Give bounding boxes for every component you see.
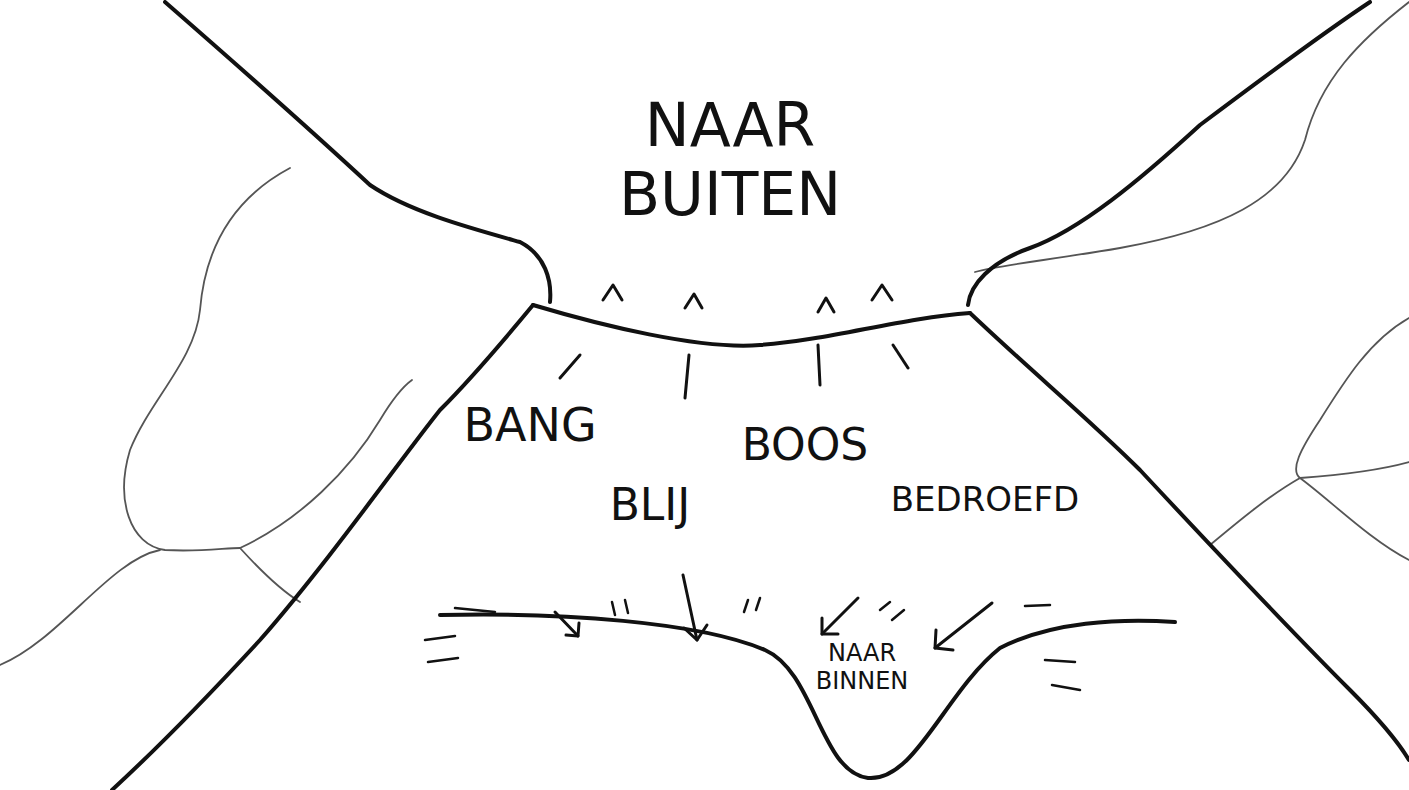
ridge-line <box>240 380 412 548</box>
arrow-head <box>872 285 892 300</box>
arrow-head <box>684 625 707 640</box>
emotion-label: BEDROEFD <box>891 480 1080 519</box>
inner-bowl <box>440 614 1175 778</box>
motion-dash <box>880 602 904 620</box>
arrow-shaft <box>560 355 580 378</box>
motion-dash <box>744 598 760 612</box>
ridge-line <box>1210 478 1409 560</box>
arrow-shaft <box>555 612 578 636</box>
motion-dash <box>455 608 495 612</box>
ridge-line <box>240 548 300 602</box>
emotion-label: BOOS <box>742 420 869 471</box>
arrow-shaft <box>818 345 820 385</box>
arrow-shaft <box>685 355 689 398</box>
arrow-head <box>935 630 953 650</box>
emotion-label: BLIJ <box>610 480 691 531</box>
motion-dash <box>1045 660 1075 662</box>
motion-dash <box>1052 685 1080 690</box>
arrow-head <box>822 618 838 634</box>
emotion-label: BANG <box>463 399 596 452</box>
ridge-line <box>124 168 290 551</box>
volcano-slope <box>970 313 1409 760</box>
volcano-slope <box>112 305 533 790</box>
ridge-line <box>1300 462 1409 478</box>
crater-rim <box>533 305 970 346</box>
motion-dash <box>425 636 455 640</box>
motion-dash <box>612 600 628 615</box>
arrow-head <box>818 298 834 312</box>
mountain-outline <box>165 2 550 302</box>
ridge-line <box>1296 318 1409 478</box>
direction-label: NAAR BUITEN <box>619 91 841 229</box>
ridge-line <box>0 550 160 665</box>
arrow-shaft <box>893 345 908 368</box>
arrow-head <box>685 294 702 308</box>
arrow-shaft <box>822 598 858 634</box>
arrow-shaft <box>935 603 992 648</box>
arrow-head <box>566 623 579 636</box>
direction-label: NAAR BINNEN <box>816 640 909 695</box>
motion-dash <box>1025 605 1050 606</box>
mountain-outline <box>968 2 1370 305</box>
ridge-line <box>975 2 1409 272</box>
arrow-head <box>603 285 622 300</box>
motion-dash <box>428 658 458 662</box>
